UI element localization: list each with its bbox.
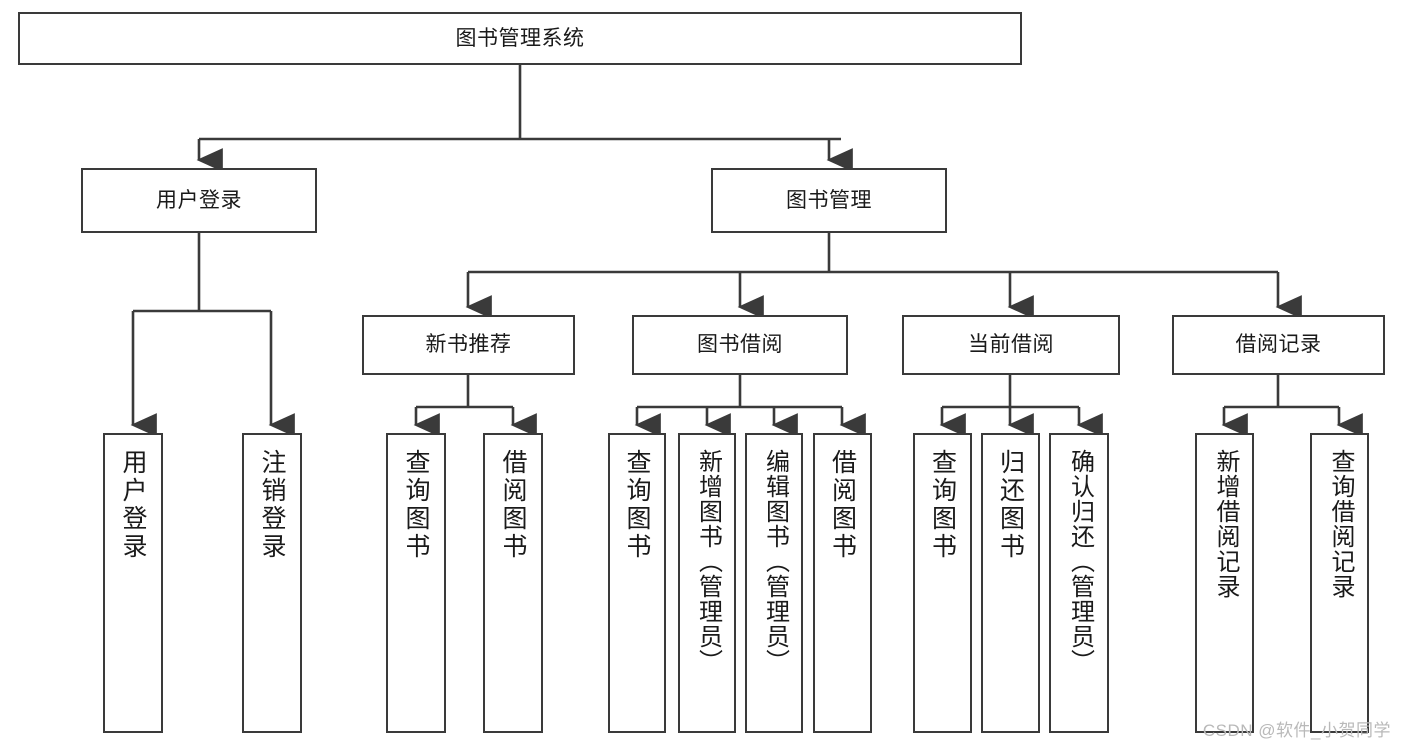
node-leaf-logout-label: 注销登录 [258,449,286,561]
node-book-borrow[interactable]: 图书借阅 [632,315,848,375]
node-current-borrow[interactable]: 当前借阅 [902,315,1120,375]
node-leaf-add-borrow-record[interactable]: 新增借阅记录 [1195,433,1254,733]
node-leaf-add-book-admin[interactable]: 新增图书（管理员） [678,433,736,733]
node-leaf-edit-book-admin-label: 编辑图书（管理员） [761,449,789,674]
node-leaf-query-book-recommend[interactable]: 查询图书 [386,433,446,733]
node-current-borrow-label: 当前借阅 [968,333,1054,357]
node-user-login-label: 用户登录 [156,188,242,212]
node-leaf-query-borrow-record-label: 查询借阅记录 [1326,449,1354,599]
node-root-label: 图书管理系统 [455,26,585,50]
node-leaf-edit-book-admin[interactable]: 编辑图书（管理员） [745,433,803,733]
node-leaf-user-login[interactable]: 用户登录 [103,433,163,733]
node-leaf-add-borrow-record-label: 新增借阅记录 [1211,449,1239,599]
node-leaf-borrow-book[interactable]: 借阅图书 [813,433,872,733]
node-leaf-query-book-current[interactable]: 查询图书 [913,433,972,733]
node-leaf-borrow-book-recommend-label: 借阅图书 [499,449,527,561]
node-new-book-recommend-label: 新书推荐 [425,333,512,357]
node-book-manage-label: 图书管理 [786,188,872,212]
node-leaf-borrow-book-recommend[interactable]: 借阅图书 [483,433,543,733]
node-leaf-borrow-book-label: 借阅图书 [828,449,857,561]
node-leaf-logout[interactable]: 注销登录 [242,433,302,733]
node-root[interactable]: 图书管理系统 [18,12,1022,65]
node-leaf-query-book-current-label: 查询图书 [928,449,957,561]
node-leaf-query-book-recommend-label: 查询图书 [402,449,430,561]
node-user-login[interactable]: 用户登录 [81,168,317,233]
node-leaf-add-book-admin-label: 新增图书（管理员） [694,449,722,674]
node-leaf-return-book-label: 归还图书 [996,449,1025,561]
node-leaf-query-borrow-record[interactable]: 查询借阅记录 [1310,433,1369,733]
node-book-manage[interactable]: 图书管理 [711,168,947,233]
node-leaf-query-book-borrow-label: 查询图书 [623,449,651,561]
node-borrow-record[interactable]: 借阅记录 [1172,315,1385,375]
watermark-text: CSDN @软件_小贺同学 [1202,721,1391,740]
node-leaf-query-book-borrow[interactable]: 查询图书 [608,433,666,733]
node-leaf-confirm-return-admin[interactable]: 确认归还（管理员） [1049,433,1109,733]
node-book-borrow-label: 图书借阅 [697,333,783,357]
node-leaf-confirm-return-admin-label: 确认归还（管理员） [1066,449,1094,674]
node-borrow-record-label: 借阅记录 [1235,333,1322,357]
node-leaf-user-login-label: 用户登录 [119,449,147,561]
node-leaf-return-book[interactable]: 归还图书 [981,433,1040,733]
node-new-book-recommend[interactable]: 新书推荐 [362,315,575,375]
